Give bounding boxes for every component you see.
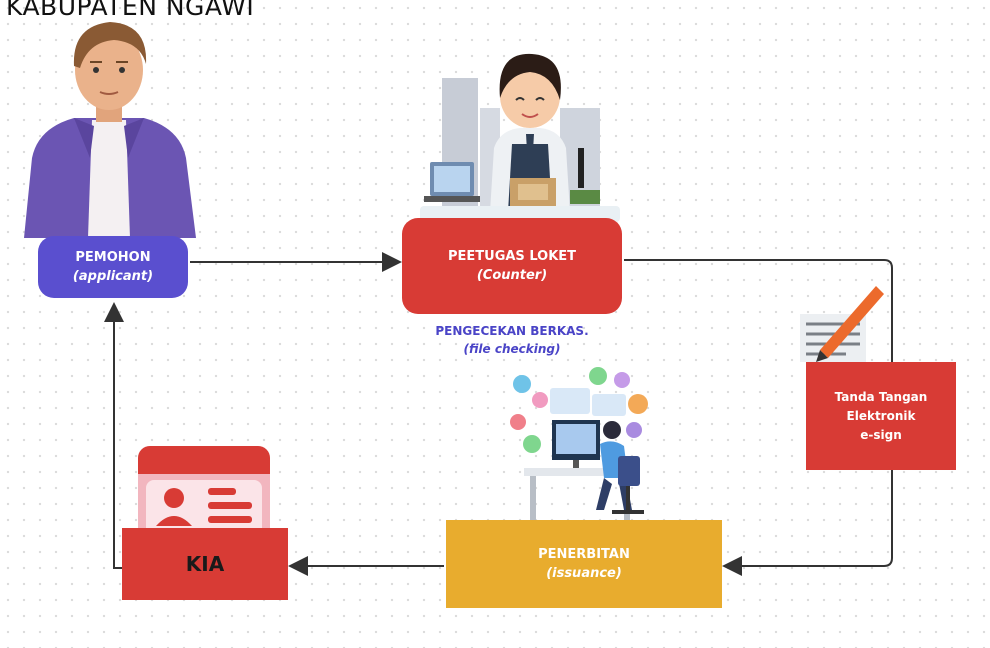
counter-officer-illustration [424,53,600,212]
issuance-title: PENERBITAN [538,547,630,562]
counter-subtitle: (Counter) [476,268,548,283]
applicant-node: PEMOHON (applicant) [38,236,188,298]
checking-title: PENGECEKAN BERKAS. [435,324,589,338]
kia-label: KIA [185,552,225,576]
arrow-kia-to-applicant [104,302,124,569]
page-title: KABUPATEN NGAWI [6,0,255,21]
checking-subtitle: (file checking) [463,342,561,356]
applicant-person-illustration [24,22,196,238]
contract-pen-icon [800,286,884,362]
issuance-subtitle: (issuance) [546,566,622,581]
counter-node: PEETUGAS LOKET (Counter) [402,218,622,314]
counter-title: PEETUGAS LOKET [447,249,577,264]
kia-node: KIA [122,528,288,600]
applicant-subtitle: (applicant) [72,269,154,284]
computer-worker-illustration [510,367,648,520]
esign-line-1: Tanda Tangan [834,389,928,404]
esign-node: Tanda Tangan Elektronik e-sign [806,362,956,470]
issuance-node: PENERBITAN (issuance) [446,520,722,608]
esign-line-2: Elektronik [846,408,916,423]
id-card-icon [138,446,270,542]
applicant-title: PEMOHON [75,250,151,265]
esign-line-3: e-sign [860,427,902,442]
